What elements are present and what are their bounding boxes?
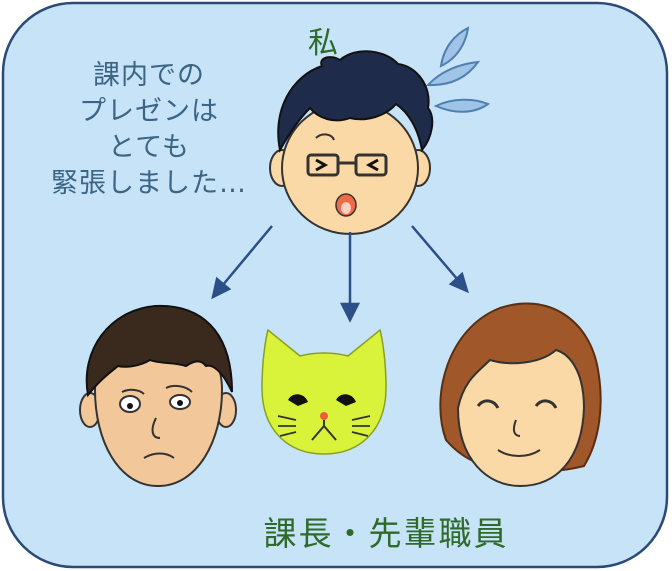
caption-line: とても [108, 132, 190, 163]
arrow-to-woman [411, 225, 469, 294]
audience-label: 課長・先輩職員 [263, 514, 509, 553]
speaker-face-icon [269, 50, 434, 235]
caption-line: 課内での [93, 60, 205, 91]
cat-face-icon [261, 328, 387, 455]
arrow-to-cat [339, 232, 361, 323]
boss-face-icon [79, 304, 237, 488]
woman-face-icon [439, 302, 602, 488]
caption-line: プレゼンは [79, 96, 219, 127]
arrows [211, 225, 469, 323]
speaker-label: 私 [308, 26, 338, 61]
arrow-to-boss [211, 225, 273, 300]
speaker-caption: 課内での プレゼンは とても 緊張しました… [40, 58, 258, 202]
caption-line: 緊張しました… [51, 168, 247, 199]
sweat-drops-icon [425, 26, 491, 113]
